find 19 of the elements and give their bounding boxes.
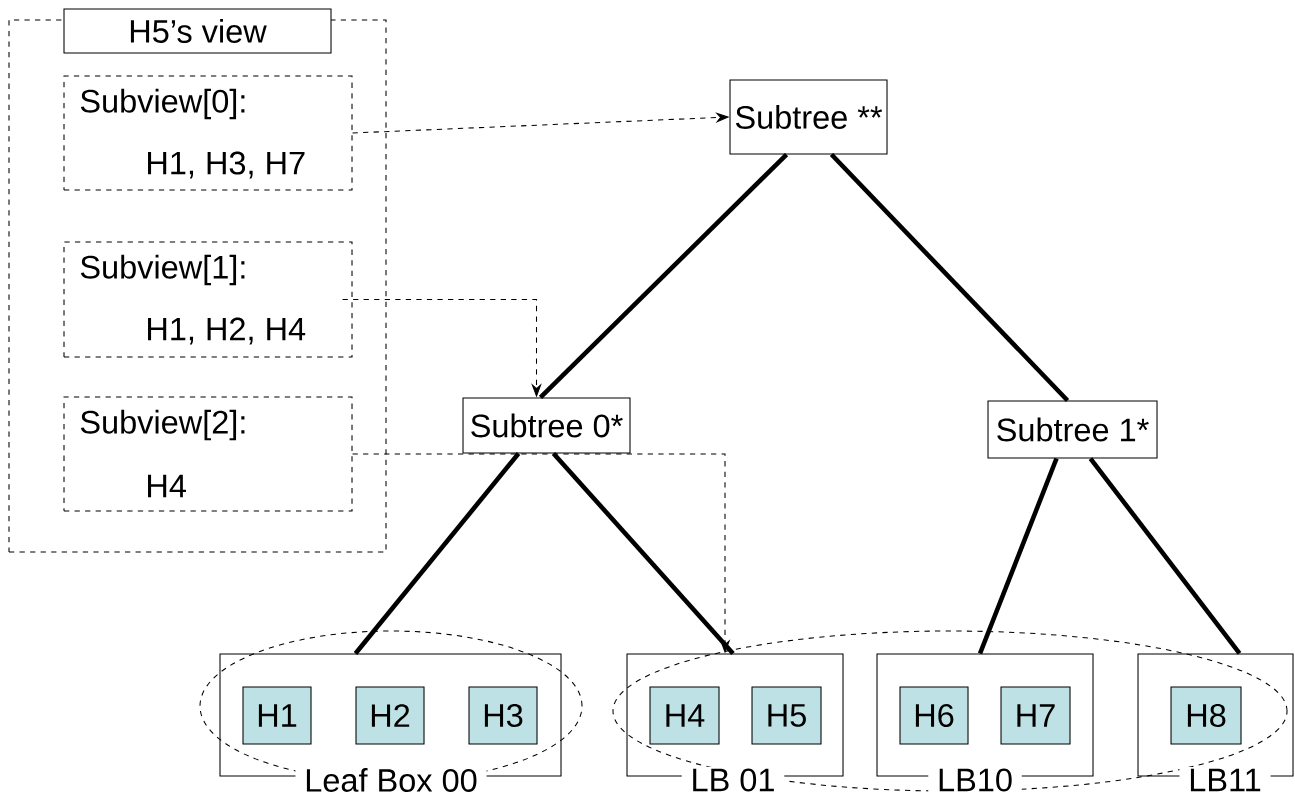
host-box: H8: [1170, 686, 1242, 745]
subtree-box: Subtree 0*: [462, 397, 631, 454]
subview-box: Subview[1]: H1, H2, H4: [63, 241, 353, 358]
subview-box: Subview[2]: H4: [63, 396, 353, 512]
subtree-box: Subtree **: [729, 79, 888, 155]
tree-line: [1088, 457, 1242, 655]
host-box: H3: [468, 686, 538, 745]
tree-line: [977, 457, 1059, 655]
tree-line: [551, 452, 735, 655]
host-box: H5: [751, 686, 822, 745]
host-box: H1: [242, 686, 312, 745]
host-box: H7: [1000, 686, 1071, 745]
tree-line: [829, 152, 1070, 403]
host-box: H4: [649, 686, 720, 745]
subtree-box: Subtree 1*: [987, 400, 1158, 459]
tree-line: [538, 152, 789, 400]
host-box: H2: [355, 686, 425, 745]
subview-box: Subview[0]: H1, H3, H7: [63, 75, 353, 191]
host-box: H6: [899, 686, 969, 745]
